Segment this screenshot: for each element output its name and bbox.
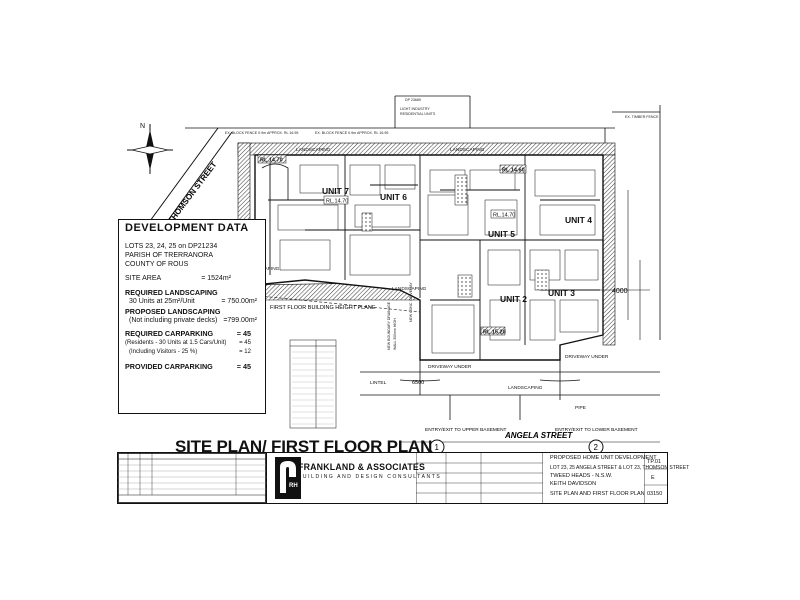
level-label-5: RL.15.20 xyxy=(483,330,506,336)
sheet-title: SITE PLAN/ FIRST FLOOR PLAN xyxy=(175,437,433,456)
sheet-number-grid xyxy=(644,453,667,503)
landscaping-label-bottom: LANDSCAPING xyxy=(508,385,543,391)
firm-cell: RH xyxy=(266,453,417,503)
firm-logo-icon: RH xyxy=(275,457,301,499)
prov-carparking-label: PROVIDED CARPARKING xyxy=(125,362,213,371)
unit-2-label: UNIT 2 xyxy=(500,294,527,304)
revision-table xyxy=(118,453,266,503)
section-marker-1: 1 xyxy=(429,439,445,455)
level-label-2: RL.14.70 xyxy=(326,199,348,205)
residents-value: = 45 xyxy=(239,340,251,346)
level-label-4: RL.14.70 xyxy=(493,213,515,219)
unit-area-schedule xyxy=(289,339,337,429)
entry-lower-label: ENTRY/EXIT TO LOWER BASEMENT xyxy=(555,427,638,433)
visitors-value: = 12 xyxy=(239,349,251,355)
site-area-label: SITE AREA xyxy=(125,275,162,282)
project-line-2: LOT 23, 25 ANGELA STREET & LOT 23, THOMS… xyxy=(550,465,690,471)
title-block: RH FRANKLAND & ASSOCIATES BUILDING AND D… xyxy=(117,452,689,504)
parish-text: PARISH OF TRERRANORA xyxy=(125,252,214,259)
development-data-title: DEVELOPMENT DATA xyxy=(125,222,249,234)
visitors-label: (Including Visitors - 25 %) xyxy=(129,349,198,355)
pipe-label: PIPE xyxy=(575,405,586,411)
svg-text:EX. BLOCK FENCE 0.9m APPROX. R: EX. BLOCK FENCE 0.9m APPROX. RL 16.95 xyxy=(225,131,298,135)
req-carparking-value: = 45 xyxy=(236,329,251,338)
project-line-1: PROPOSED HOME UNIT DEVELOPMENT xyxy=(550,455,657,461)
sheet-number: TP.01 xyxy=(647,459,661,465)
landscaping-label-top2: LANDSCAPING xyxy=(450,147,485,153)
lintel-label: LINTEL xyxy=(370,380,387,386)
svg-text:WALL 300mm HIGH: WALL 300mm HIGH xyxy=(393,318,397,350)
residents-label: (Residents - 30 Units at 1.5 Cars/Unit) xyxy=(125,340,227,346)
entry-upper-label: ENTRY/EXIT TO UPPER BASEMENT xyxy=(425,427,507,433)
site-area-value: = 1524m² xyxy=(201,275,231,282)
svg-text:RESIDENTIAL UNITS: RESIDENTIAL UNITS xyxy=(400,112,436,116)
dim-6500-label: 6500 xyxy=(412,380,424,386)
unit-4-label: UNIT 4 xyxy=(565,215,592,225)
north-arrow-icon: N xyxy=(127,123,173,174)
firm-name: FRANKLAND & ASSOCIATES xyxy=(298,462,426,472)
svg-text:DP 23689: DP 23689 xyxy=(405,98,421,102)
revision-letter: E xyxy=(651,475,655,481)
svg-text:NEW CONC. DRIVEWAY: NEW CONC. DRIVEWAY xyxy=(409,282,413,322)
level-label-3: RL.14.60 xyxy=(502,168,525,174)
project-line-3: TWEED HEADS - N.S.W. xyxy=(550,473,613,479)
driveway-under-right-label: DRIVEWAY UNDER xyxy=(565,354,609,360)
prop-landscaping-label: PROPOSED LANDSCAPING xyxy=(125,307,221,316)
prop-landscaping-note: (Not including private decks) xyxy=(129,317,218,324)
req-carparking-label: REQUIRED CARPARKING xyxy=(125,329,214,338)
prop-landscaping-value: =799.00m² xyxy=(223,317,257,324)
req-landscaping-label: REQUIRED LANDSCAPING xyxy=(125,288,218,297)
svg-text:N: N xyxy=(140,123,145,130)
approval-grid xyxy=(416,453,543,503)
height-plane-label: FIRST FLOOR BUILDING HEIGHT PLANE xyxy=(270,305,376,311)
unit-5-label: UNIT 5 xyxy=(488,229,515,239)
county-text: COUNTY OF ROUS xyxy=(125,261,189,268)
svg-text:EX. TIMBER FENCE: EX. TIMBER FENCE xyxy=(625,115,659,119)
landscaping-label-mid: LANDSCAPING xyxy=(392,286,427,292)
building-footprint xyxy=(254,154,604,361)
level-label-1: RL.14.70 xyxy=(260,158,283,164)
thomson-street-label: THOMSON STREET xyxy=(166,160,218,225)
unit-6-label: UNIT 6 xyxy=(380,192,407,202)
section-marker-2-label: 2 xyxy=(594,443,599,452)
svg-text:LIGHT INDUSTRY: LIGHT INDUSTRY xyxy=(400,107,430,111)
firm-subtitle: BUILDING AND DESIGN CONSULTANTS xyxy=(298,474,442,480)
drawing-title: SITE PLAN AND FIRST FLOOR PLAN xyxy=(550,491,645,497)
driveway-under-left-label: DRIVEWAY UNDER xyxy=(428,364,472,370)
req-landscaping-value: = 750.00m² xyxy=(221,298,257,305)
job-number: 03150 xyxy=(647,491,663,497)
angela-street-label: ANGELA STREET xyxy=(504,431,573,440)
project-line-4: KEITH DAVIDSON xyxy=(550,481,597,487)
section-marker-1-label: 1 xyxy=(435,443,440,452)
landscaping-label-top: LANDSCAPING xyxy=(296,147,331,153)
prov-carparking-value: = 45 xyxy=(236,362,251,371)
unit-3-label: UNIT 3 xyxy=(548,288,575,298)
dim-4000-label: 4000 xyxy=(612,288,628,295)
req-landscaping-calc: 30 Units at 25m²/Unit xyxy=(129,298,195,305)
svg-text:EX. BLOCK FENCE 0.9m APPROX. R: EX. BLOCK FENCE 0.9m APPROX. RL 16.95 xyxy=(315,131,388,135)
firm-logo-text: RH xyxy=(289,483,298,489)
svg-text:NEW BOUNDARY DRAINAGE: NEW BOUNDARY DRAINAGE xyxy=(387,301,391,350)
lots-text: LOTS 23, 24, 25 on DP21234 xyxy=(125,243,218,250)
unit-7-label: UNIT 7 xyxy=(322,186,349,196)
development-data-box: DEVELOPMENT DATA LOTS 23, 24, 25 on DP21… xyxy=(118,219,266,414)
